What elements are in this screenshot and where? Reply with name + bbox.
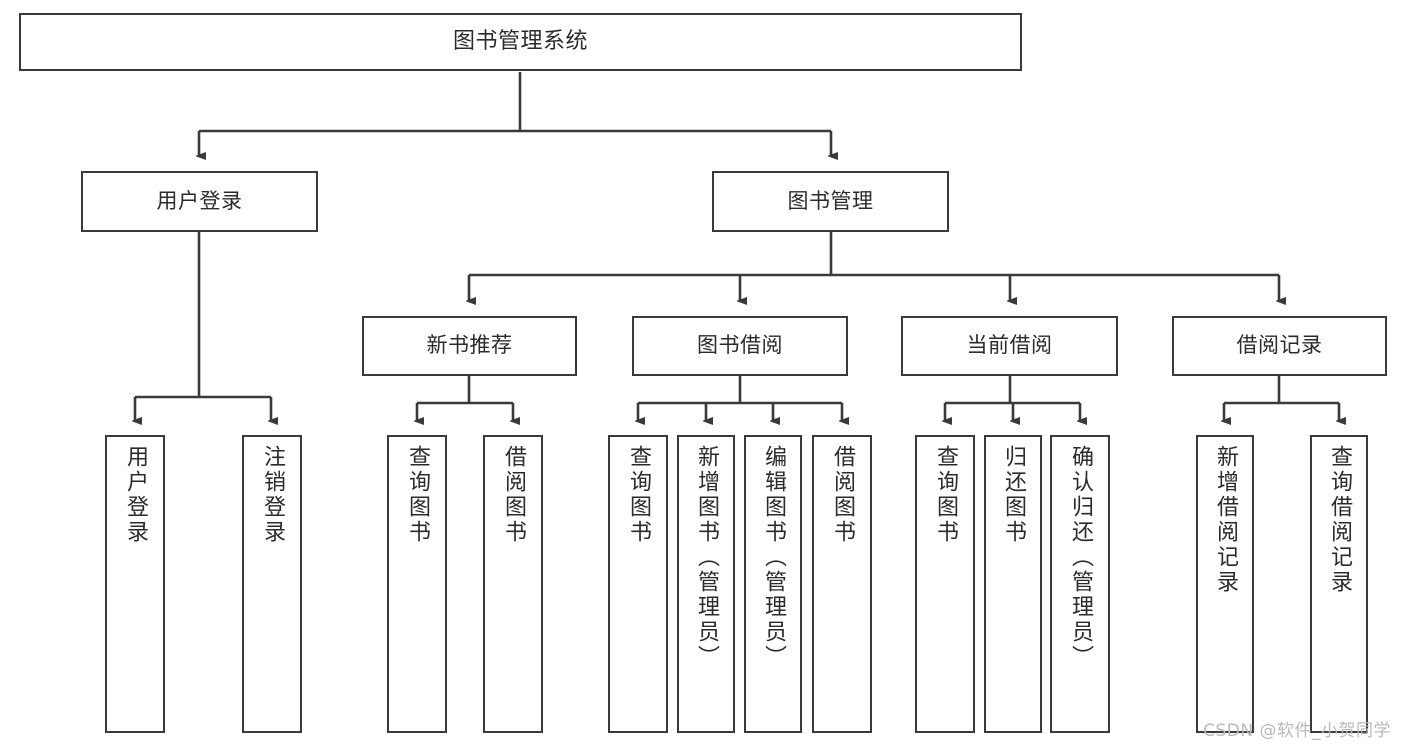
node-label: 新增借阅记录 xyxy=(1213,445,1238,595)
node-book-borrow[interactable]: 图书借阅 xyxy=(632,316,848,376)
node-current-borrow[interactable]: 当前借阅 xyxy=(901,316,1118,376)
node-leaf-recommend-query-book[interactable]: 查询图书 xyxy=(387,435,447,733)
node-label: 用户登录 xyxy=(123,445,148,545)
node-label: 图书借阅 xyxy=(697,333,783,358)
node-root-system[interactable]: 图书管理系统 xyxy=(19,13,1022,71)
node-label: 注销登录 xyxy=(260,445,285,545)
node-borrow-record[interactable]: 借阅记录 xyxy=(1172,316,1387,376)
node-leaf-query-borrow-record[interactable]: 查询借阅记录 xyxy=(1310,435,1368,733)
watermark: CSDN @软件_小贺同学 xyxy=(1203,721,1391,741)
node-label: 查询图书 xyxy=(933,445,958,545)
node-label: 确认归还（管理员） xyxy=(1068,445,1093,670)
node-user-login[interactable]: 用户登录 xyxy=(81,171,318,232)
node-leaf-add-book-admin[interactable]: 新增图书（管理员） xyxy=(677,435,735,733)
node-label: 编辑图书（管理员） xyxy=(761,445,786,670)
node-label: 当前借阅 xyxy=(966,333,1053,358)
node-leaf-return-book[interactable]: 归还图书 xyxy=(984,435,1042,733)
node-label: 归还图书 xyxy=(1001,445,1026,545)
node-leaf-confirm-return-admin[interactable]: 确认归还（管理员） xyxy=(1050,435,1110,733)
node-label: 借阅记录 xyxy=(1236,333,1323,358)
node-label: 图书管理系统 xyxy=(452,28,588,54)
node-label: 查询图书 xyxy=(405,445,430,545)
node-label: 查询借阅记录 xyxy=(1327,445,1352,595)
node-label: 用户登录 xyxy=(156,188,243,213)
node-leaf-borrow-book[interactable]: 借阅图书 xyxy=(812,435,872,733)
node-label: 新增图书（管理员） xyxy=(694,445,719,670)
node-leaf-borrow-query-book[interactable]: 查询图书 xyxy=(608,435,668,733)
node-leaf-current-query-book[interactable]: 查询图书 xyxy=(915,435,975,733)
node-label: 借阅图书 xyxy=(501,445,526,545)
node-book-management[interactable]: 图书管理 xyxy=(712,171,949,232)
node-new-book-recommend[interactable]: 新书推荐 xyxy=(362,316,577,376)
node-leaf-add-borrow-record[interactable]: 新增借阅记录 xyxy=(1196,435,1254,733)
node-leaf-recommend-borrow-book[interactable]: 借阅图书 xyxy=(483,435,543,733)
node-leaf-user-login[interactable]: 用户登录 xyxy=(105,435,165,733)
node-label: 查询图书 xyxy=(626,445,651,545)
node-leaf-edit-book-admin[interactable]: 编辑图书（管理员） xyxy=(744,435,802,733)
node-label: 借阅图书 xyxy=(830,445,855,545)
node-leaf-logout[interactable]: 注销登录 xyxy=(242,435,302,733)
node-label: 新书推荐 xyxy=(426,333,513,358)
node-label: 图书管理 xyxy=(787,188,874,213)
